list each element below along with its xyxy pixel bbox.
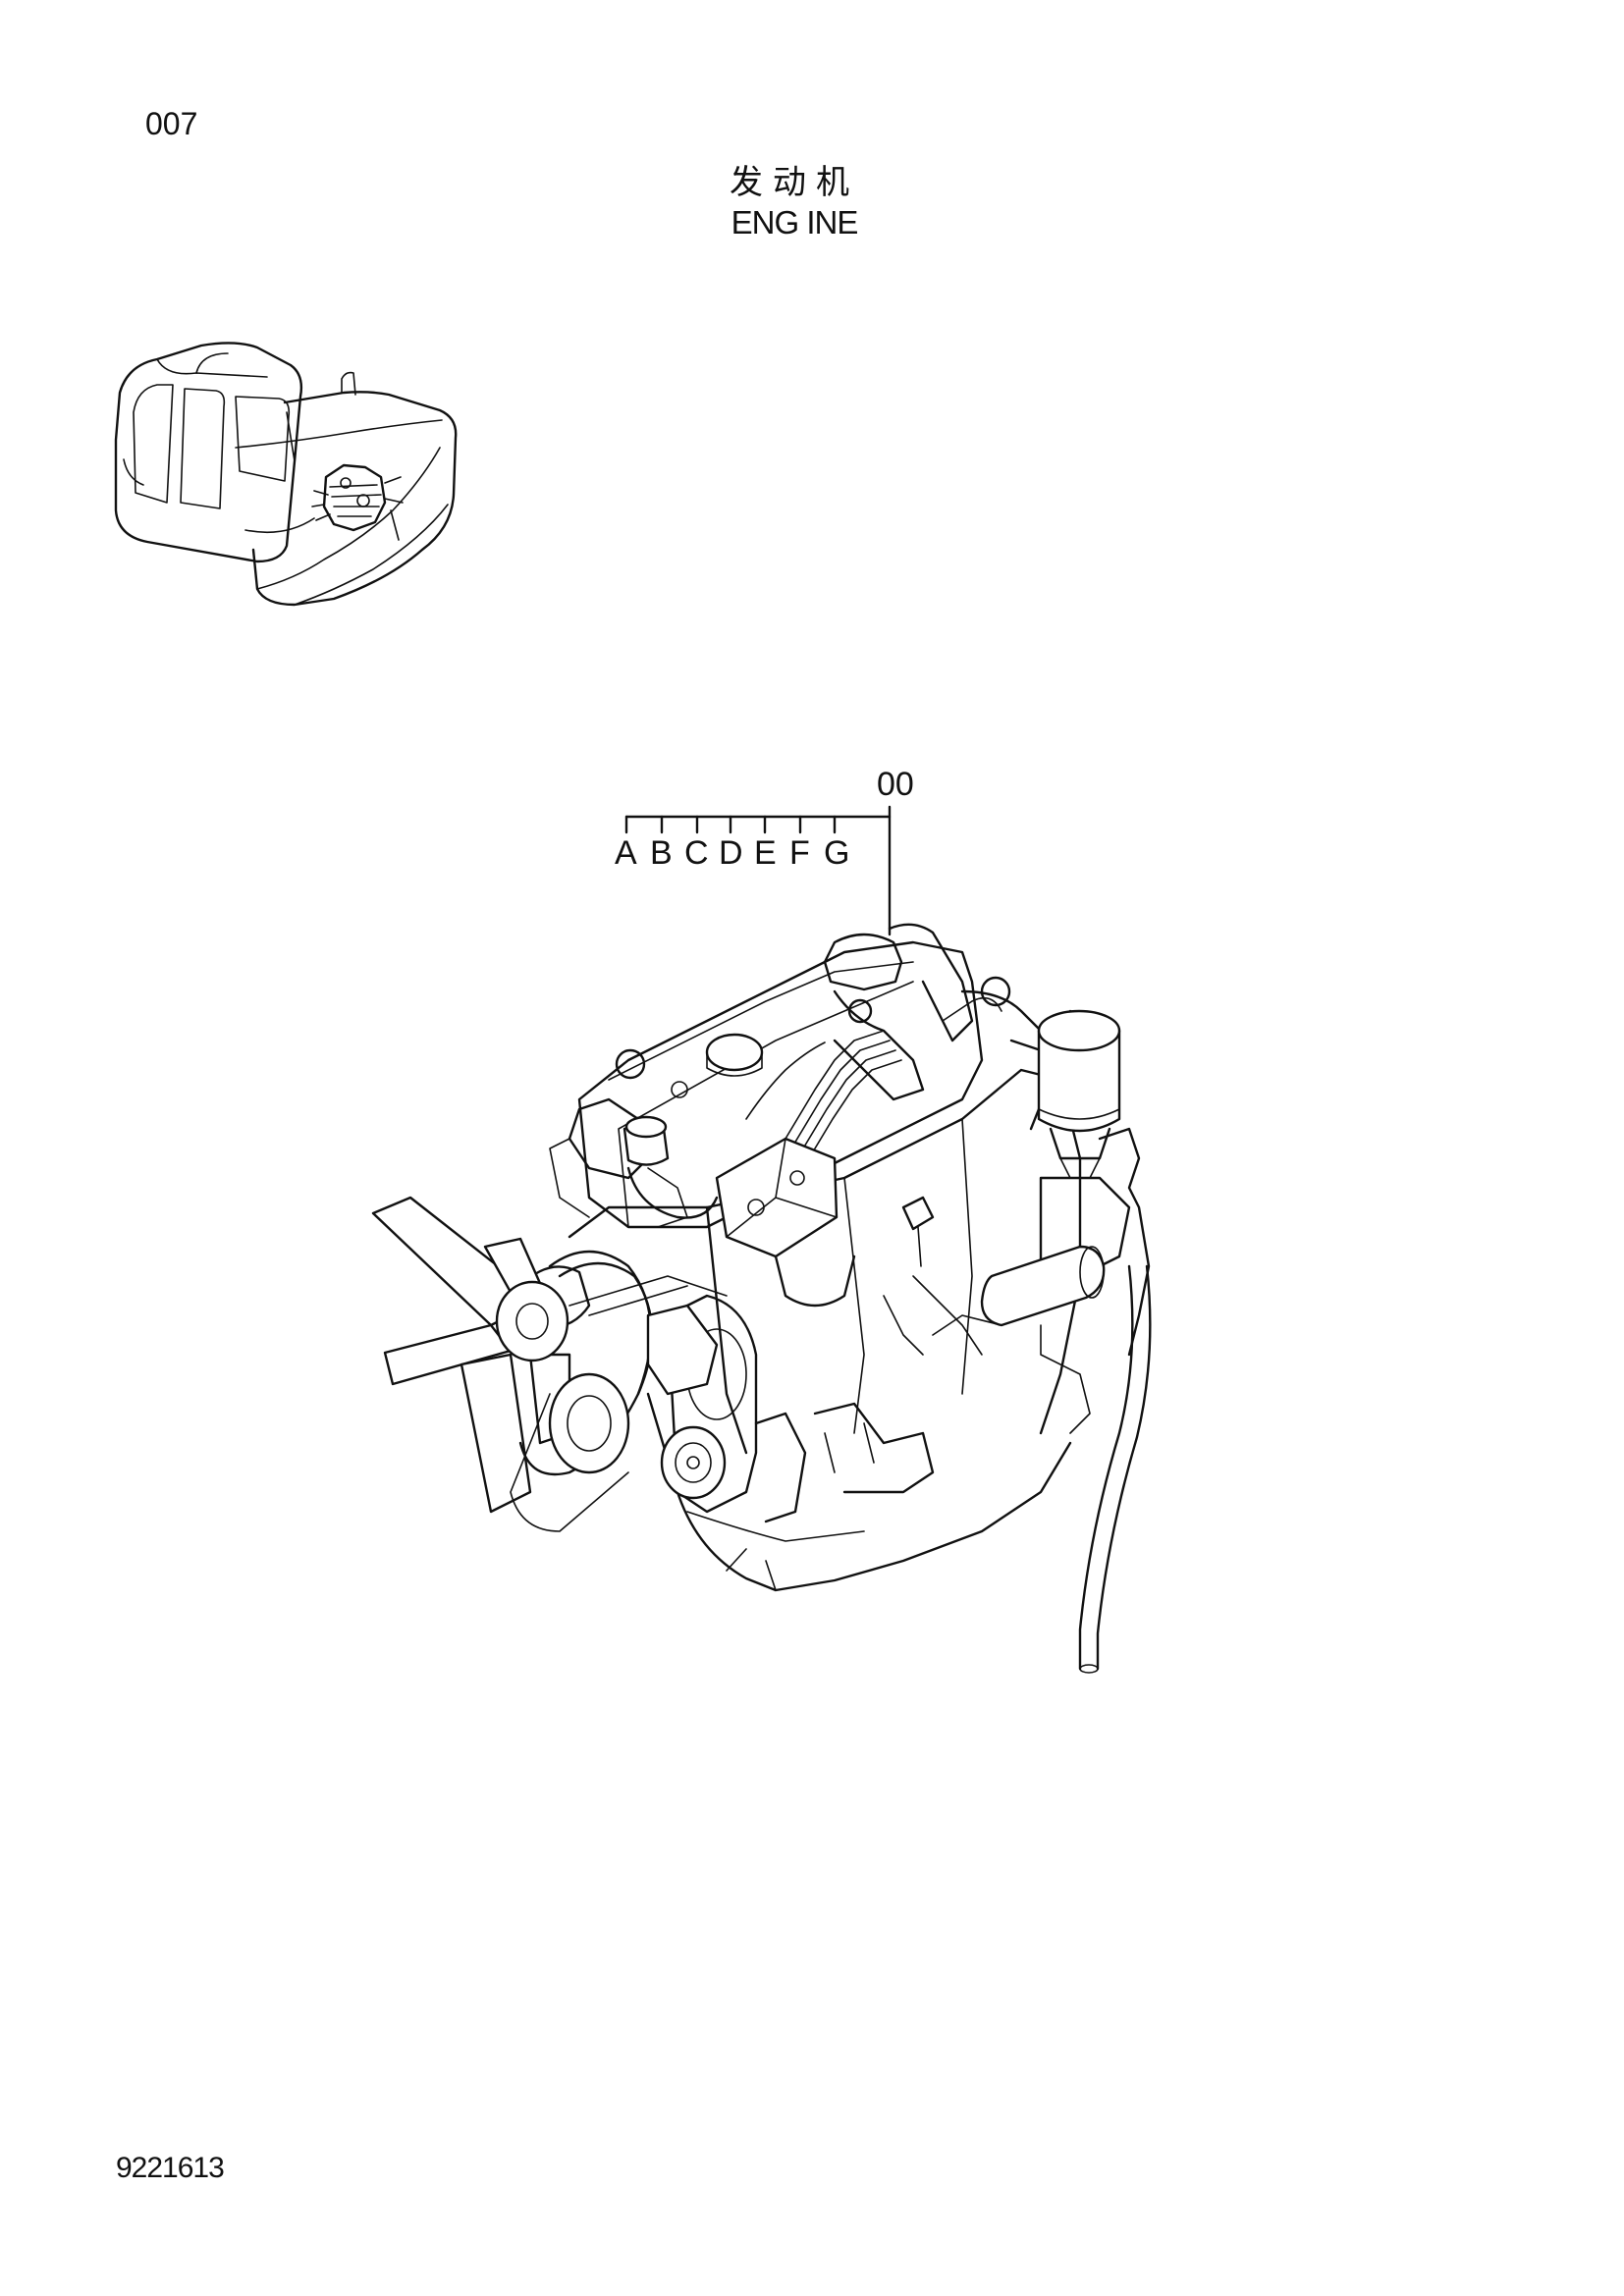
callout-sub-b: B — [650, 834, 673, 872]
title-english: ENG INE — [731, 204, 859, 240]
engine-location-marker — [311, 463, 404, 541]
excavator-locator-icon — [114, 342, 458, 607]
page-number: 007 — [145, 106, 198, 141]
callout-sub-g: G — [824, 834, 849, 872]
callout-bracket: 00 A B C D E F G — [615, 766, 914, 936]
engine-assembly-illustration — [371, 923, 1152, 1674]
callout-sub-a: A — [615, 834, 637, 872]
callout-sub-d: D — [719, 834, 743, 872]
callout-sub-e: E — [754, 834, 777, 872]
cooling-fan — [371, 1196, 591, 1514]
callout-assembly: 00 — [877, 766, 914, 803]
title-chinese: 发动机 — [730, 163, 859, 202]
document-number: 9221613 — [116, 2152, 225, 2184]
callout-sub-c: C — [684, 834, 709, 872]
callout-sub-f: F — [789, 834, 810, 872]
